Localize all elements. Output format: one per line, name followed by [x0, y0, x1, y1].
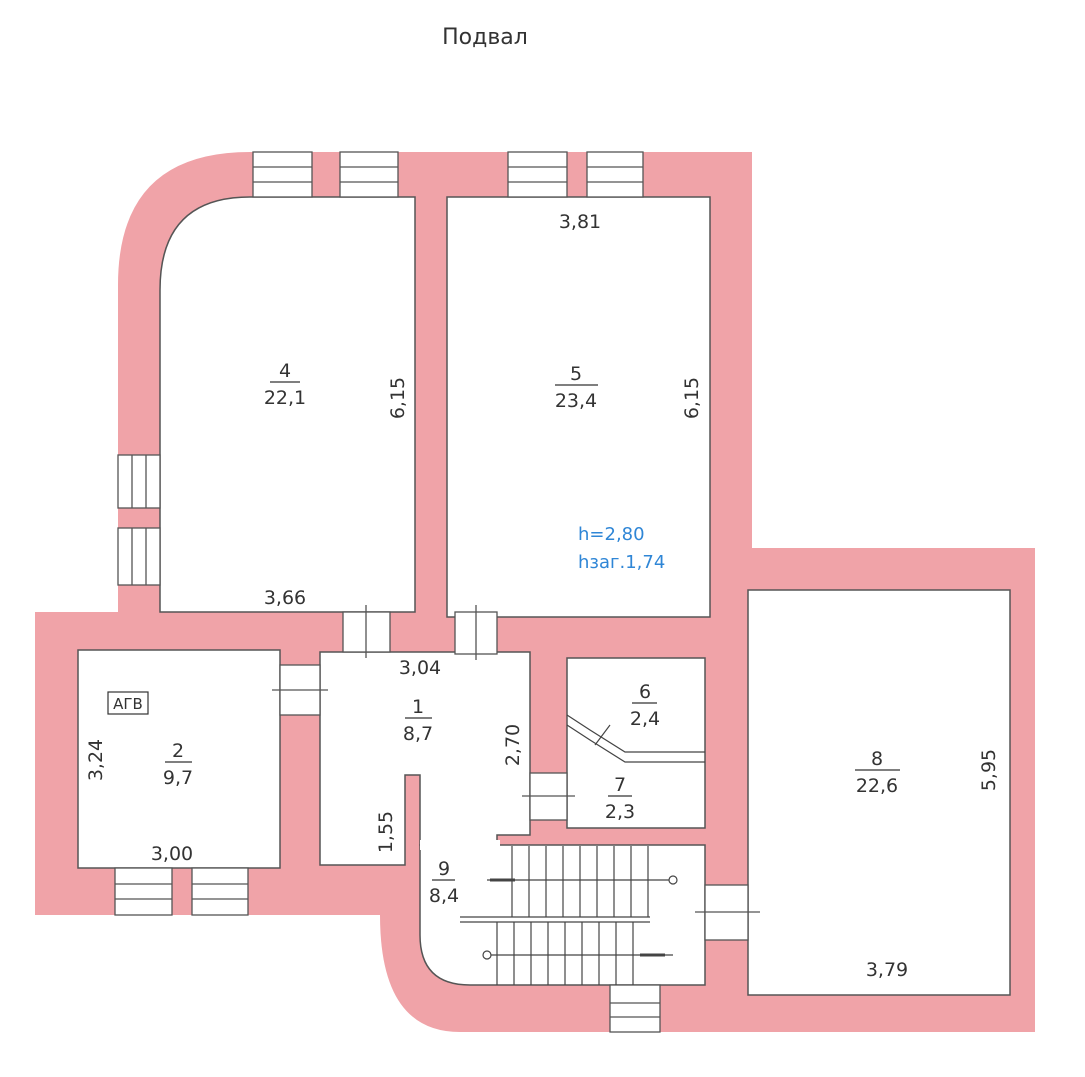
room-6-area: 2,4 [630, 708, 660, 730]
plan-title: Подвал [442, 25, 528, 50]
room-2-area: 9,7 [163, 767, 193, 789]
domclick-logo-icon [38, 1017, 66, 1050]
doors [272, 605, 760, 941]
room-1-number: 1 [412, 696, 424, 718]
room-5 [446, 196, 711, 618]
room-7-number: 7 [614, 774, 626, 796]
dimension-label: 3,04 [399, 657, 441, 679]
room-7-area: 2,3 [605, 801, 635, 823]
dimension-label: 6,15 [387, 377, 409, 419]
agv-label: АГВ [113, 695, 143, 713]
dimension-label: 3,24 [85, 739, 107, 781]
room-8 [747, 589, 1011, 996]
room-5-number: 5 [570, 363, 582, 385]
room-9-number: 9 [438, 858, 450, 880]
room-2-number: 2 [172, 740, 184, 762]
dimension-label: 3,81 [559, 211, 601, 233]
room-5-area: 23,4 [555, 390, 597, 412]
room-1-area: 8,7 [403, 723, 433, 745]
room-4-area: 22,1 [264, 387, 306, 409]
watermark: Домклик [38, 1017, 194, 1050]
dimension-label: 3,79 [866, 959, 908, 981]
stairs [460, 714, 705, 985]
dimension-label: 3,00 [151, 843, 193, 865]
watermark-text: Домклик [80, 1024, 194, 1049]
room-1 [319, 651, 531, 866]
windows [114, 151, 661, 1033]
room-9-area: 8,4 [429, 885, 459, 907]
room-6-7 [566, 657, 706, 829]
room-6-number: 6 [639, 681, 651, 703]
room-4-number: 4 [279, 360, 291, 382]
room-8-area: 22,6 [856, 775, 898, 797]
dimension-label: 2,70 [502, 724, 524, 766]
dimension-label: 6,15 [681, 377, 703, 419]
depth-height: hзаг.1,74 [578, 552, 665, 573]
dimension-label: 1,55 [375, 811, 397, 853]
ceiling-height: h=2,80 [578, 524, 645, 545]
room-8-number: 8 [871, 748, 883, 770]
room-2 [77, 649, 281, 869]
dimension-label: 3,66 [264, 587, 306, 609]
agv-box [107, 691, 149, 715]
room-4 [159, 196, 416, 613]
dimension-label: 5,95 [978, 749, 1000, 791]
room-labels [165, 381, 900, 881]
